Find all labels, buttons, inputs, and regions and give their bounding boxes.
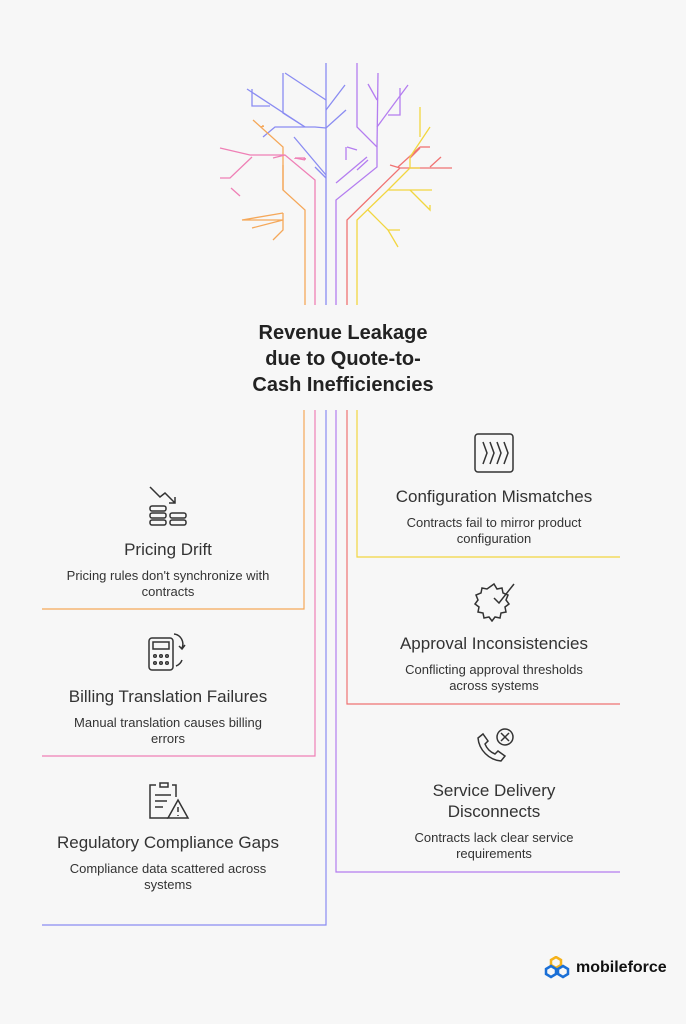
item-description: Contracts lack clear service requirement… [414,830,574,861]
item-title: Pricing Drift [124,540,212,559]
title-line: Revenue Leakage [258,322,428,344]
brand-logo: mobileforce [544,956,667,980]
calculator-refresh-icon [148,633,186,671]
tree-branches [219,63,452,305]
item-description: Manual translation causes billing errors [74,715,262,746]
item-title: Service Delivery Disconnects [432,781,556,821]
page-title: Revenue Leakage due to Quote-to- Cash In… [193,320,493,398]
title-line: due to Quote-to- [265,348,421,370]
item-description: Conflicting approval thresholds across s… [405,662,583,693]
connectors [42,410,620,926]
item-title: Regulatory Compliance Gaps [56,833,280,852]
item-description: Pricing rules don't synchronize with con… [66,568,270,599]
item-configuration-mismatches: Configuration Mismatches Contracts fail … [360,486,628,547]
brand-name: mobileforce [576,959,667,976]
item-regulatory-compliance-gaps: Regulatory Compliance Gaps Compliance da… [40,832,296,893]
mobileforce-logo-icon [544,956,570,979]
item-description: Compliance data scattered across systems [69,861,267,892]
phone-cancel-icon [477,728,514,762]
title-line: Cash Inefficiencies [252,374,434,396]
item-service-delivery-disconnects: Service Delivery Disconnects Contracts l… [360,780,628,862]
item-billing-translation-failures: Billing Translation Failures Manual tran… [40,686,296,747]
item-pricing-drift: Pricing Drift Pricing rules don't synchr… [40,539,296,600]
item-title: Billing Translation Failures [68,687,268,706]
item-title: Configuration Mismatches [395,487,593,506]
price-decline-icon [149,486,187,526]
item-approval-inconsistencies: Approval Inconsistencies Conflicting app… [360,633,628,694]
item-title: Approval Inconsistencies [399,634,589,653]
misaligned-bars-icon [474,433,514,473]
item-description: Contracts fail to mirror product configu… [406,515,582,546]
clipboard-warning-icon [149,782,190,819]
gear-check-icon [473,582,515,622]
